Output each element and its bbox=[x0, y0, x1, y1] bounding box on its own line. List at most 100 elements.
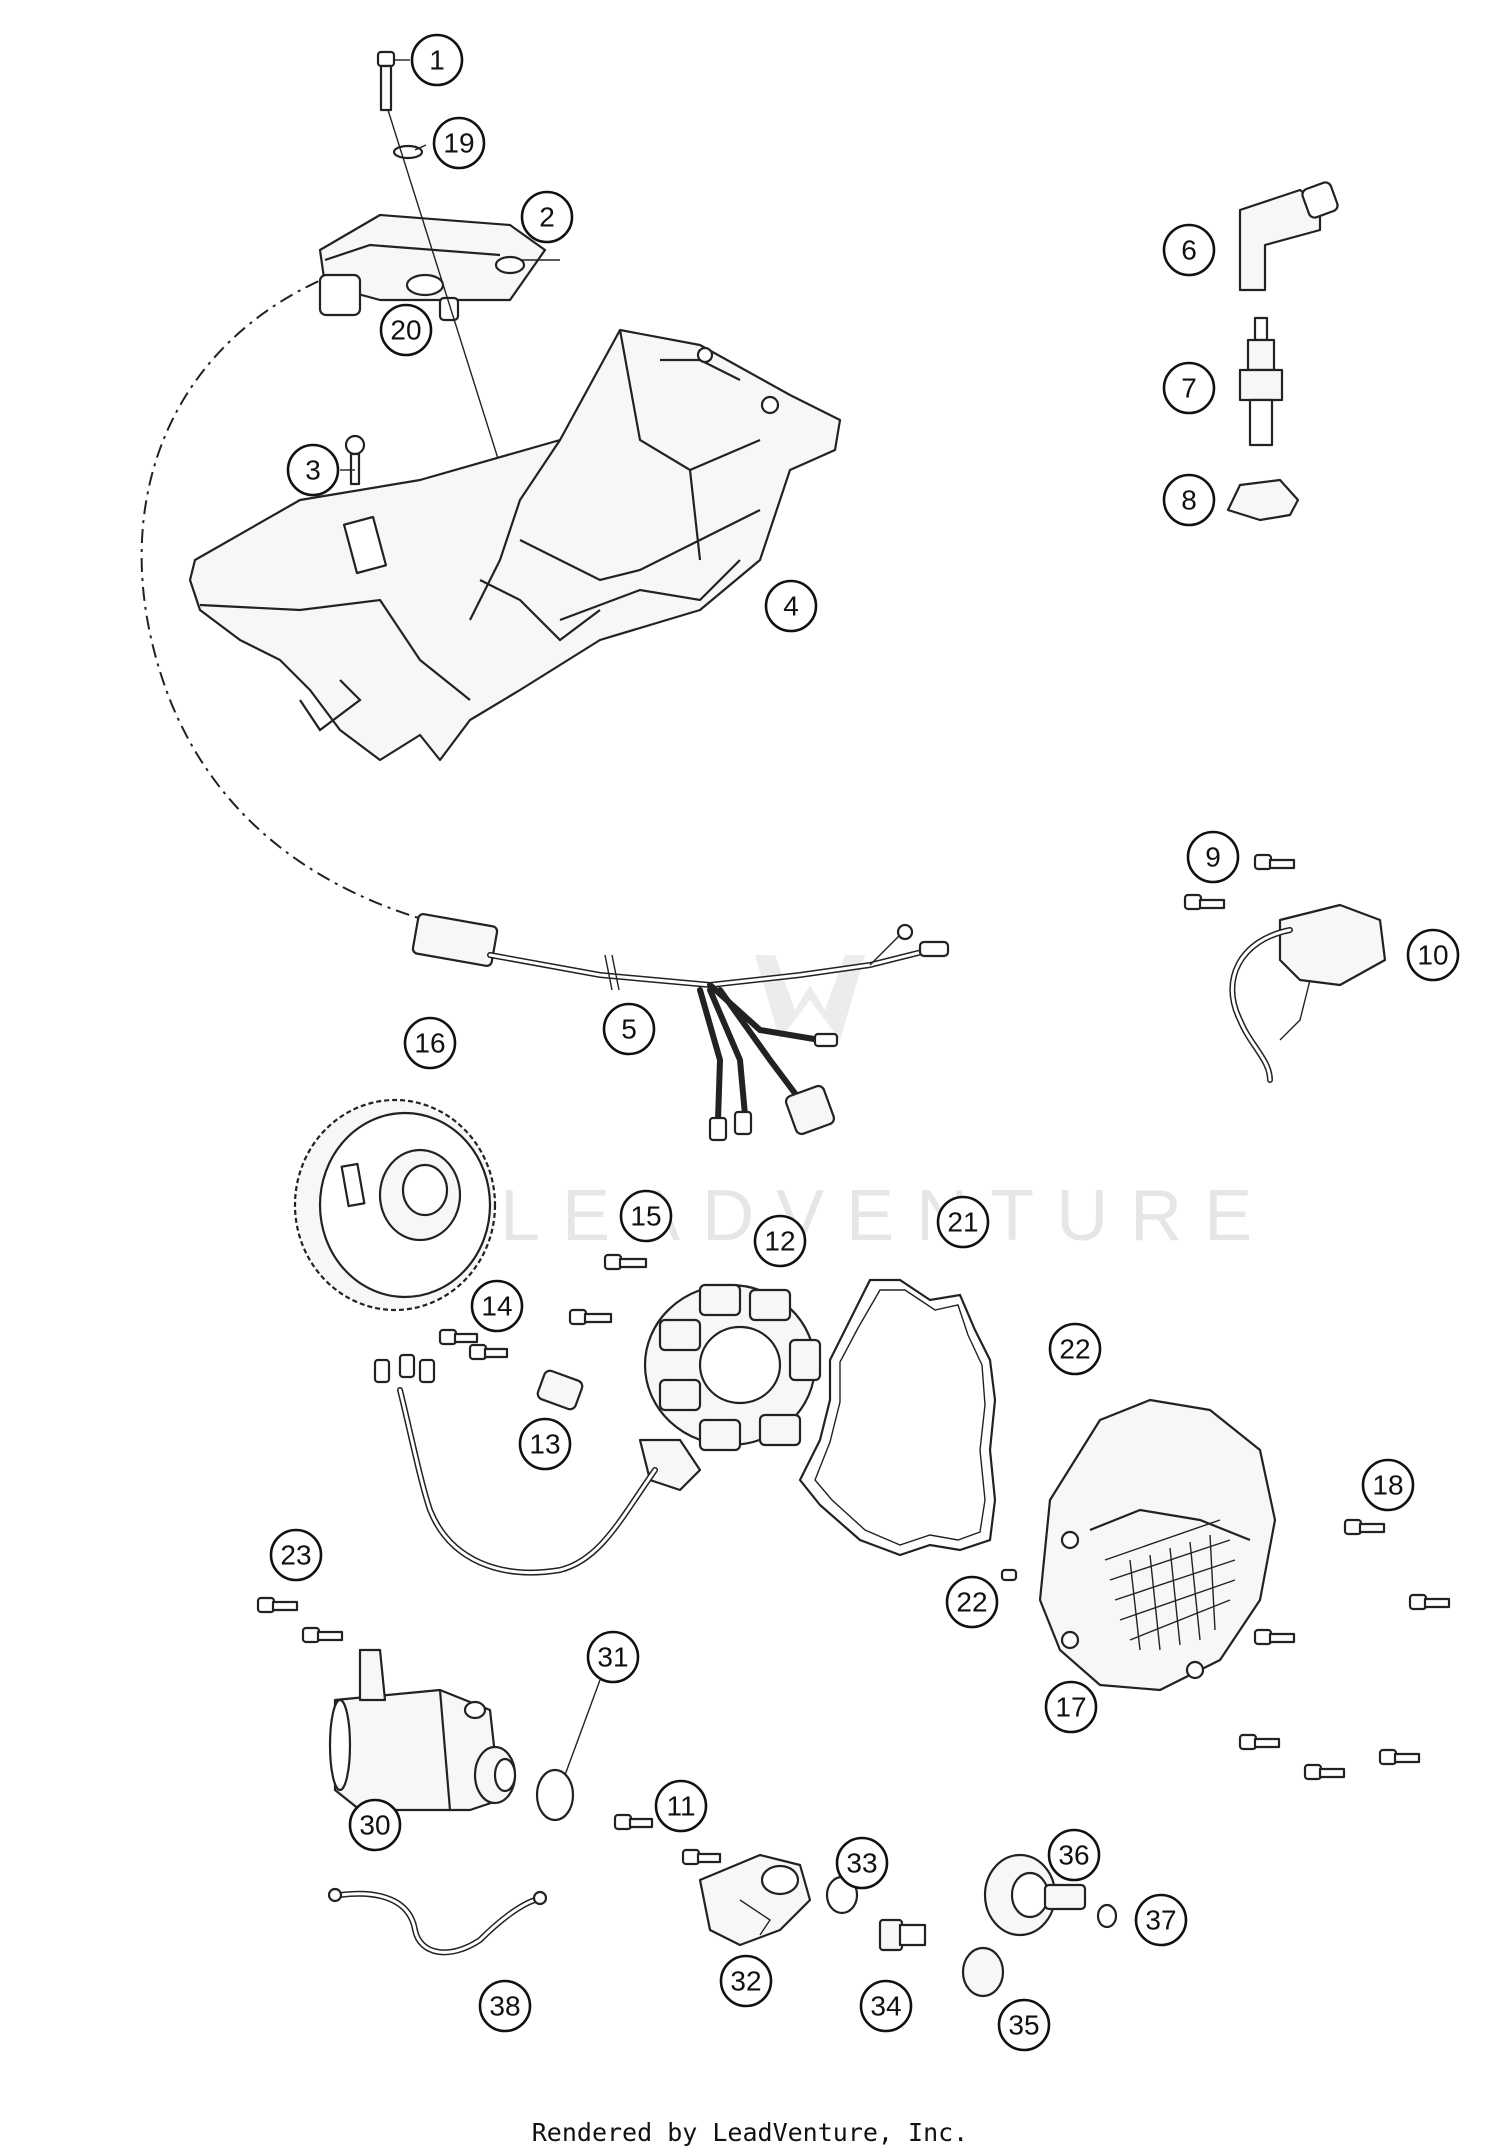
flywheel-16 bbox=[293, 1098, 497, 1312]
callout-11: 11 bbox=[654, 1779, 708, 1833]
callout-37: 37 bbox=[1134, 1893, 1188, 1947]
callout-label: 38 bbox=[489, 1991, 520, 2022]
screw-3 bbox=[344, 434, 366, 486]
callout-label: 8 bbox=[1181, 485, 1197, 516]
callout-label: 23 bbox=[280, 1540, 311, 1571]
clamp-13 bbox=[536, 1369, 584, 1411]
dowel-22-bottom bbox=[1000, 1568, 1018, 1582]
callout-1: 1 bbox=[410, 33, 464, 87]
ecu-2 bbox=[318, 213, 547, 317]
watermark-text: LEADVENTURE bbox=[500, 1176, 1274, 1256]
spark-plug-cap-6 bbox=[1238, 181, 1339, 292]
callout-22a: 22 bbox=[1048, 1322, 1102, 1376]
bolts-11 bbox=[613, 1813, 722, 1866]
callout-label: 14 bbox=[481, 1291, 512, 1322]
callout-label: 16 bbox=[414, 1028, 445, 1059]
callout-label: 10 bbox=[1417, 940, 1448, 971]
callout-5: 5 bbox=[602, 1002, 656, 1056]
callout-4: 4 bbox=[764, 579, 818, 633]
callout-label: 6 bbox=[1181, 235, 1197, 266]
callout-label: 4 bbox=[783, 591, 799, 622]
callout-12: 12 bbox=[753, 1214, 807, 1268]
bolt-1 bbox=[376, 50, 396, 112]
callout-3: 3 bbox=[286, 443, 340, 497]
callout-16: 16 bbox=[403, 1016, 457, 1070]
callout-34: 34 bbox=[859, 1979, 913, 2033]
bolt-15 bbox=[603, 1253, 648, 1271]
callout-label: 2 bbox=[539, 202, 555, 233]
callout-label: 12 bbox=[764, 1226, 795, 1257]
callout-23: 23 bbox=[269, 1528, 323, 1582]
bushing-20 bbox=[438, 296, 460, 322]
callout-21: 21 bbox=[936, 1195, 990, 1249]
callout-31: 31 bbox=[586, 1630, 640, 1684]
callout-label: 37 bbox=[1145, 1905, 1176, 1936]
callout-20: 20 bbox=[379, 303, 433, 357]
spark-plug-7 bbox=[1238, 316, 1284, 447]
starter-motor-30 bbox=[328, 1648, 517, 1812]
callout-9: 9 bbox=[1186, 830, 1240, 884]
callout-17: 17 bbox=[1044, 1680, 1098, 1734]
callout-10: 10 bbox=[1406, 928, 1460, 982]
gasket-21 bbox=[798, 1278, 997, 1557]
callout-13: 13 bbox=[518, 1417, 572, 1471]
callout-label: 30 bbox=[359, 1810, 390, 1841]
callout-15: 15 bbox=[619, 1189, 673, 1243]
bolts-23 bbox=[256, 1596, 344, 1644]
washer-19 bbox=[392, 144, 424, 160]
callout-label: 21 bbox=[947, 1207, 978, 1238]
callout-label: 22 bbox=[956, 1587, 987, 1618]
callout-7: 7 bbox=[1162, 361, 1216, 415]
callout-label: 13 bbox=[529, 1429, 560, 1460]
callout-38: 38 bbox=[478, 1979, 532, 2033]
callout-22b: 22 bbox=[945, 1575, 999, 1629]
callout-label: 32 bbox=[730, 1966, 761, 1997]
callout-label: 20 bbox=[390, 315, 421, 346]
callout-6: 6 bbox=[1162, 223, 1216, 277]
leadventure-watermark: LEADVENTURE bbox=[500, 955, 1274, 1256]
routing-dash-line bbox=[140, 269, 426, 921]
bolts-9 bbox=[1183, 853, 1296, 911]
callout-8: 8 bbox=[1162, 473, 1216, 527]
callout-18: 18 bbox=[1361, 1458, 1415, 1512]
seal-8 bbox=[1226, 478, 1300, 522]
callout-label: 1 bbox=[429, 45, 445, 76]
callout-label: 18 bbox=[1372, 1470, 1403, 1501]
bolts-14 bbox=[438, 1308, 613, 1361]
callout-label: 15 bbox=[630, 1201, 661, 1232]
callout-19: 19 bbox=[432, 116, 486, 170]
callout-35: 35 bbox=[997, 1998, 1051, 2052]
wiring-harness-5 bbox=[411, 913, 950, 1142]
callout-36: 36 bbox=[1047, 1828, 1101, 1882]
cable-38 bbox=[327, 1887, 548, 1956]
footer-credit: Rendered by LeadVenture, Inc. bbox=[531, 2118, 969, 2147]
callout-label: 22 bbox=[1059, 1334, 1090, 1365]
ring-37 bbox=[1096, 1903, 1118, 1929]
callout-label: 11 bbox=[666, 1791, 695, 1822]
callout-33: 33 bbox=[835, 1836, 889, 1890]
o-ring-31 bbox=[535, 1768, 575, 1822]
callout-label: 19 bbox=[443, 128, 474, 159]
stator-12 bbox=[373, 1283, 822, 1576]
callout-2: 2 bbox=[520, 190, 574, 244]
callout-30: 30 bbox=[348, 1798, 402, 1852]
callout-label: 34 bbox=[870, 1991, 901, 2022]
ignition-cover-17 bbox=[1038, 1398, 1277, 1692]
callout-label: 31 bbox=[597, 1642, 628, 1673]
callout-label: 5 bbox=[621, 1014, 637, 1045]
callout-32: 32 bbox=[719, 1954, 773, 2008]
callout-label: 3 bbox=[305, 455, 321, 486]
callout-14: 14 bbox=[470, 1279, 524, 1333]
shaft-34 bbox=[878, 1918, 927, 1952]
ignition-coil-10 bbox=[1229, 903, 1387, 1083]
callout-label: 9 bbox=[1205, 842, 1221, 873]
starter-idler-32 bbox=[698, 1853, 812, 1947]
callout-label: 33 bbox=[846, 1848, 877, 1879]
airbox-tray-4 bbox=[188, 328, 842, 762]
starter-gear-36 bbox=[983, 1853, 1087, 1937]
callout-label: 36 bbox=[1058, 1840, 1089, 1871]
leader-lines bbox=[340, 59, 560, 471]
callout-label: 17 bbox=[1055, 1692, 1086, 1723]
bushing-35 bbox=[961, 1946, 1005, 1998]
